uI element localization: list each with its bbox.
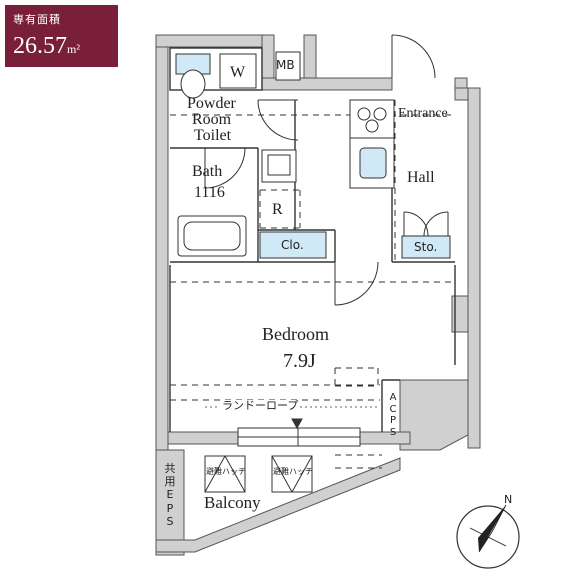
room-label: Room xyxy=(192,111,232,128)
bath-label: Bath xyxy=(192,163,223,180)
area-value: 26.57m² xyxy=(13,33,118,60)
dashed-lines xyxy=(170,100,455,469)
hall-label: Hall xyxy=(407,169,435,186)
balcony-wall xyxy=(155,457,401,553)
closet-label: Clo. xyxy=(281,238,304,252)
washer-label: W xyxy=(230,64,246,81)
entrance-label: Entrance xyxy=(398,106,448,121)
refrigerator-label: R xyxy=(272,201,283,218)
eps-label: 共用EPS xyxy=(164,462,176,528)
area-badge: 専有面積 26.57m² xyxy=(5,5,118,67)
storage-fill xyxy=(401,235,451,259)
bedroom-door-swing xyxy=(334,261,379,306)
compass-north-label: N xyxy=(504,493,513,506)
storage-label: Sto. xyxy=(414,240,438,254)
south-wall-west xyxy=(167,431,239,445)
area-label: 専有面積 xyxy=(13,13,61,26)
mb-label: MB xyxy=(276,58,295,72)
powder-label: Powder xyxy=(187,95,236,112)
rope-arrow xyxy=(205,406,380,430)
washer-box xyxy=(219,53,257,89)
doors xyxy=(204,34,449,306)
fixtures xyxy=(175,51,451,447)
laundry-rope-label: ランドーロープ xyxy=(220,399,301,412)
east-wall xyxy=(467,87,481,449)
acps-label: ACPS xyxy=(389,392,397,438)
hatch-right xyxy=(271,455,313,493)
hatch-right-label: 避難ハッチ xyxy=(273,467,313,476)
kitchen-sink xyxy=(359,147,387,179)
north-wall-west xyxy=(155,34,275,48)
mb-box xyxy=(275,51,301,81)
walls xyxy=(155,34,481,556)
area-number: 26.57 xyxy=(13,33,67,59)
balcony-label: Balcony xyxy=(204,493,261,512)
toilet-label: Toilet xyxy=(194,127,232,144)
hatch-left-label: 避難ハッチ xyxy=(206,467,246,476)
toilet-bowl xyxy=(180,69,206,99)
bath-door-swing xyxy=(204,147,246,189)
area-unit: m² xyxy=(67,42,80,56)
bedroom-label: Bedroom xyxy=(262,324,329,344)
south-wall-east xyxy=(359,431,411,445)
closet-fill xyxy=(259,231,327,259)
washer-area xyxy=(169,47,263,91)
entrance-door-swing xyxy=(391,34,436,79)
east-window-frame xyxy=(451,295,469,333)
bath-size-label: 1116 xyxy=(194,184,225,201)
balcony-hatches xyxy=(204,455,313,493)
eps-block xyxy=(155,449,185,556)
bedroom-size-label: 7.9J xyxy=(283,350,316,372)
rope-arrow-head xyxy=(291,418,303,430)
bathtub-inner xyxy=(183,221,241,251)
powder-door-swing xyxy=(257,99,299,141)
compass-icon xyxy=(456,504,520,569)
